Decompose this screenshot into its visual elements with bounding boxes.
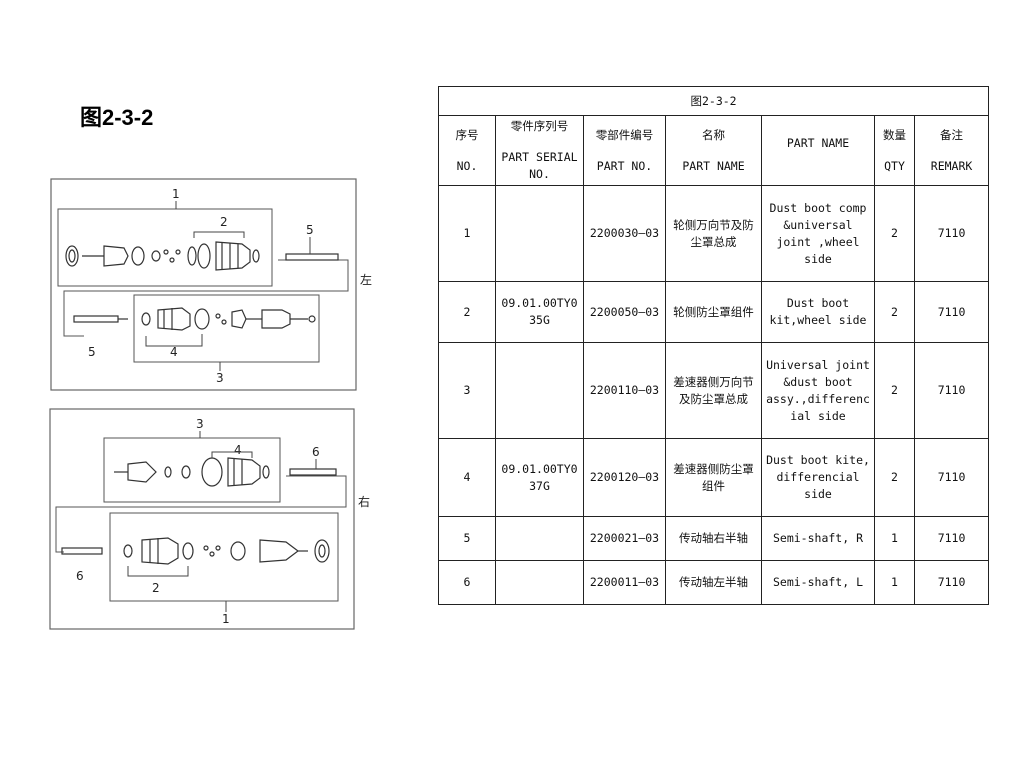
cell-part-no: 2200011—03 [583,560,666,605]
row4-parts [61,537,330,565]
table-caption: 图2-3-2 [437,86,990,116]
cell-name-en: Universal joint &dust boot assy.,differe… [761,342,875,439]
cell-name-en: Dust boot kit,wheel side [761,281,875,343]
cell-qty: 1 [874,560,915,605]
cell-part-no: 2200110—03 [583,342,666,439]
table-row: 4 09.01.00TY037G 2200120—03 差速器侧防尘罩组件 Du… [438,438,990,517]
cell-remark: 7110 [913,438,990,517]
connector-line-2 [55,475,347,553]
callout-5-top: 5 [306,223,314,237]
cell-name-en: Semi-shaft, L [761,560,875,605]
cell-name-zh: 传动轴右半轴 [665,516,762,561]
table-row: 6 2200011—03 传动轴左半轴 Semi-shaft, L 1 7110 [438,560,990,605]
cell-serial [495,560,584,605]
upper-group-box [103,437,281,503]
callout-5b-top: 5 [88,345,96,359]
table-row: 3 2200110—03 差速器侧万向节及防尘罩总成 Universal joi… [438,342,990,439]
cell-remark: 7110 [913,342,990,439]
row1-parts [65,241,339,271]
cell-name-en: Dust boot kite, differencial side [761,438,875,517]
cell-no: 2 [438,281,496,343]
callout-2-top: 2 [220,215,228,229]
cell-qty: 2 [874,342,915,439]
connector-line [63,259,349,337]
cell-serial: 09.01.00TY035G [495,281,584,343]
cell-part-no: 2200120—03 [583,438,666,517]
cell-no: 4 [438,438,496,517]
cell-serial [495,185,584,282]
cell-name-en: Dust boot comp &universal joint ,wheel s… [761,185,875,282]
cell-remark: 7110 [913,185,990,282]
callout-1-bottom: 1 [222,612,230,626]
cell-no: 1 [438,185,496,282]
callout-2-bottom: 2 [152,581,160,595]
cell-serial [495,516,584,561]
cell-name-zh: 轮侧防尘罩组件 [665,281,762,343]
table-row: 5 2200021—03 传动轴右半轴 Semi-shaft, R 1 7110 [438,516,990,561]
cell-no: 5 [438,516,496,561]
table-row: 2 09.01.00TY035G 2200050—03 轮侧防尘罩组件 Dust… [438,281,990,343]
cell-name-zh: 差速器侧防尘罩组件 [665,438,762,517]
diagram-svg: 1 2 5 4 3 5 左 [49,178,372,630]
left-side-label: 左 [360,272,372,287]
cell-part-no: 2200050—03 [583,281,666,343]
cell-serial [495,342,584,439]
callout-6-bottom: 6 [312,445,320,459]
cell-name-zh: 传动轴左半轴 [665,560,762,605]
right-side-label: 右 [358,494,370,509]
cell-serial: 09.01.00TY037G [495,438,584,517]
exploded-parts-diagram: 1 2 5 4 3 5 左 [46,176,376,632]
cell-no: 3 [438,342,496,439]
cell-qty: 2 [874,185,915,282]
cell-remark: 7110 [913,516,990,561]
cell-no: 6 [438,560,496,605]
callout-6b-bottom: 6 [76,569,84,583]
cell-part-no: 2200021—03 [583,516,666,561]
cell-qty: 2 [874,281,915,343]
callout-4-bottom: 4 [234,443,242,457]
header-name-en: PART NAME [761,115,875,186]
cell-name-zh: 轮侧万向节及防尘罩总成 [665,185,762,282]
cell-qty: 2 [874,438,915,517]
right-assembly-frame [49,408,355,630]
cell-remark: 7110 [913,560,990,605]
row2-parts [73,307,316,331]
callout-4-top: 4 [170,345,178,359]
wheel-side-group-box [57,208,273,287]
cell-part-no: 2200030—03 [583,185,666,282]
figure-title: 图2-3-2 [80,105,154,130]
cell-remark: 7110 [913,281,990,343]
cell-name-en: Semi-shaft, R [761,516,875,561]
lower-group-box [109,512,339,602]
callout-3-bottom: 3 [196,417,204,431]
cell-name-zh: 差速器侧万向节及防尘罩总成 [665,342,762,439]
callout-3-top: 3 [216,371,224,385]
left-assembly-frame [50,178,357,391]
table-row: 1 2200030—03 轮侧万向节及防尘罩总成 Dust boot comp … [438,185,990,282]
diff-side-group-box [133,294,320,363]
cell-qty: 1 [874,516,915,561]
callout-1-top: 1 [172,187,180,201]
row3-parts [114,457,337,487]
